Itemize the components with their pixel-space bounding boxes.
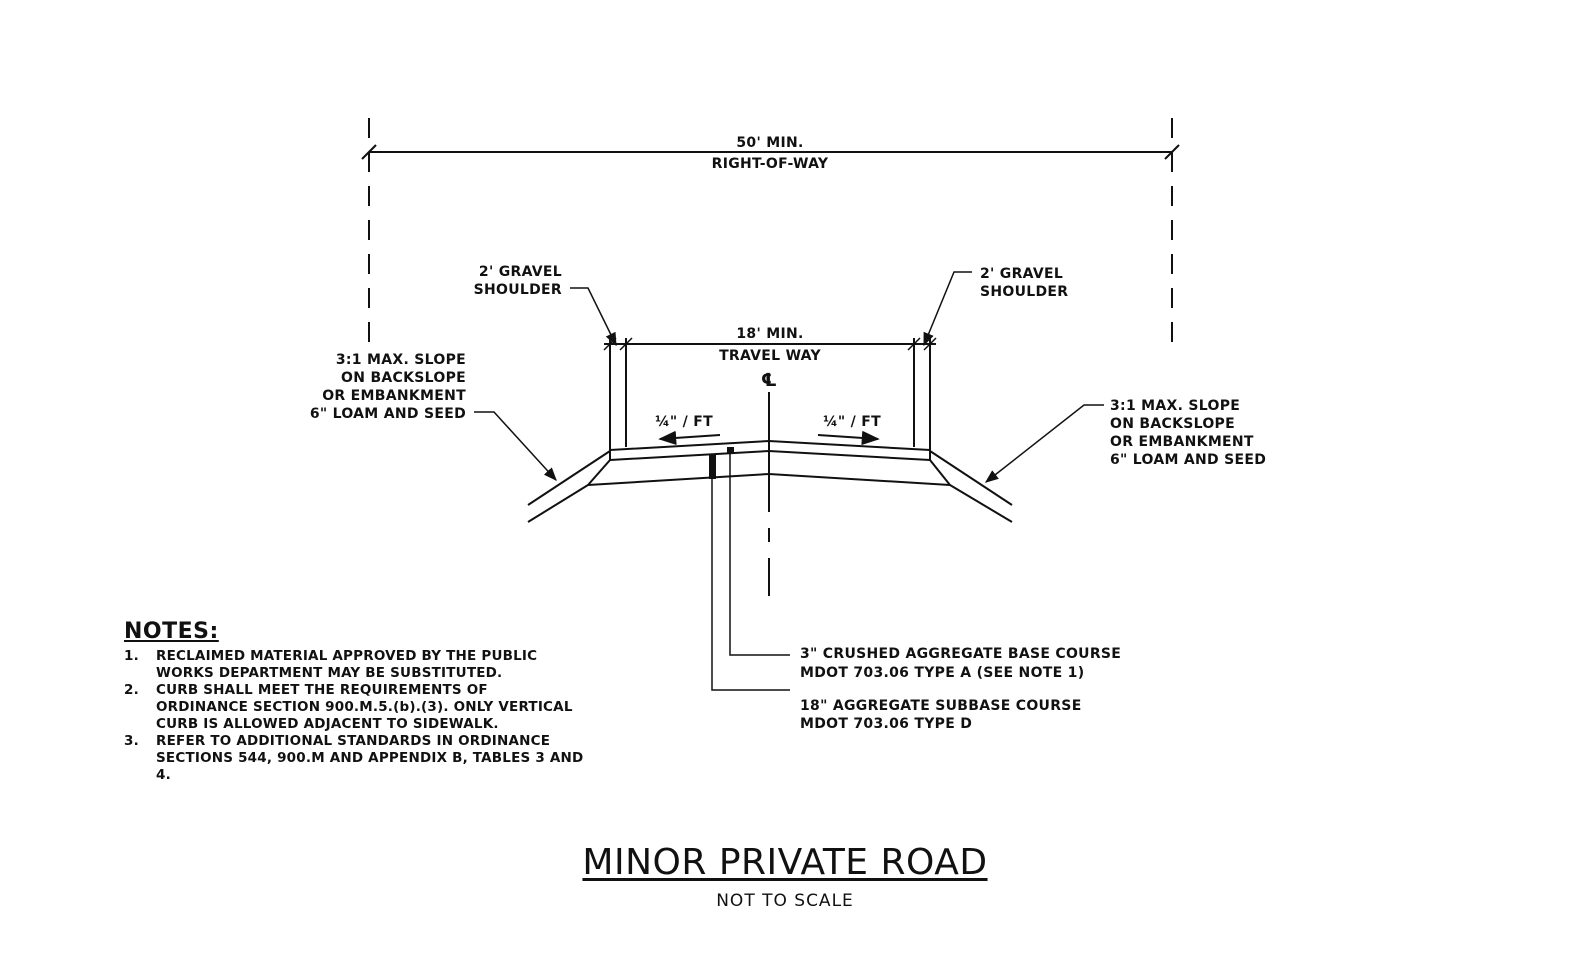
shoulder-left-label-line-2: SHOULDER bbox=[474, 282, 562, 298]
note-item: 3. REFER TO ADDITIONAL STANDARDS IN ORDI… bbox=[124, 733, 584, 784]
note-number: 1. bbox=[124, 648, 139, 664]
crossfall-right-text: ¼" / FT bbox=[823, 414, 881, 430]
shoulder-left-edge bbox=[587, 450, 611, 486]
base-marker bbox=[727, 447, 734, 453]
slope-left-lower bbox=[527, 484, 589, 523]
subbase-marker bbox=[709, 455, 716, 479]
shoulder-right-leader bbox=[923, 271, 972, 347]
notes-block: NOTES: 1. RECLAIMED MATERIAL APPROVED BY… bbox=[124, 619, 584, 784]
note-text: REFER TO ADDITIONAL STANDARDS IN ORDINAN… bbox=[156, 733, 584, 783]
base-course-label-line-1: 3" CRUSHED AGGREGATE BASE COURSE bbox=[800, 646, 1121, 662]
base-course-label-line-2: MDOT 703.06 TYPE A (SEE NOTE 1) bbox=[800, 665, 1084, 681]
slope-left-leader bbox=[474, 411, 557, 481]
slope-right-label-line-1: 3:1 MAX. SLOPE bbox=[1110, 398, 1240, 414]
slope-right-leader bbox=[984, 404, 1104, 483]
travel-label-text: TRAVEL WAY bbox=[719, 348, 821, 364]
slope-left-label-line-1: 3:1 MAX. SLOPE bbox=[336, 352, 466, 368]
road-bottom-surface bbox=[587, 472, 951, 486]
travel-tick-3 bbox=[907, 337, 921, 351]
shoulder-right-label-line-1: 2' GRAVEL bbox=[980, 266, 1063, 282]
note-item: 1. RECLAIMED MATERIAL APPROVED BY THE PU… bbox=[124, 648, 584, 682]
row-tick-left bbox=[361, 144, 377, 160]
row-width-text: 50' MIN. bbox=[736, 135, 803, 151]
subbase-course-label-line-2: MDOT 703.06 TYPE D bbox=[800, 716, 972, 732]
drawing-title: MINOR PRIVATE ROAD bbox=[582, 842, 988, 883]
slope-left-label-line-2: ON BACKSLOPE bbox=[341, 370, 466, 386]
crossfall-left-arrow bbox=[658, 430, 721, 446]
slope-right-upper bbox=[929, 450, 1013, 506]
note-text: CURB SHALL MEET THE REQUIREMENTS OF ORDI… bbox=[156, 682, 573, 732]
travel-tick-2 bbox=[619, 337, 633, 351]
crossfall-left-text: ¼" / FT bbox=[655, 414, 713, 430]
title-block: MINOR PRIVATE ROAD NOT TO SCALE bbox=[560, 842, 1010, 911]
shoulder-left-label-line-1: 2' GRAVEL bbox=[479, 264, 562, 280]
note-item: 2. CURB SHALL MEET THE REQUIREMENTS OF O… bbox=[124, 682, 584, 733]
row-label-text: RIGHT-OF-WAY bbox=[712, 156, 829, 172]
note-text: RECLAIMED MATERIAL APPROVED BY THE PUBLI… bbox=[156, 648, 538, 681]
base-course-leader bbox=[729, 453, 790, 656]
notes-heading: NOTES: bbox=[124, 619, 219, 644]
slope-right-label-line-4: 6" LOAM AND SEED bbox=[1110, 452, 1266, 468]
road-second-surface bbox=[609, 449, 931, 461]
slope-left-upper bbox=[527, 450, 611, 506]
slope-left-label-line-3: OR EMBANKMENT bbox=[322, 388, 466, 404]
slope-right-lower bbox=[949, 484, 1013, 523]
shoulder-left-leader bbox=[570, 287, 617, 347]
road-top-surface bbox=[609, 439, 931, 451]
shoulder-right-edge bbox=[929, 450, 951, 486]
slope-left-label-line-4: 6" LOAM AND SEED bbox=[310, 406, 466, 422]
note-number: 2. bbox=[124, 682, 139, 698]
centerline-symbol: ℄ bbox=[761, 370, 777, 391]
subbase-course-label-line-1: 18" AGGREGATE SUBBASE COURSE bbox=[800, 698, 1082, 714]
crossfall-right-arrow bbox=[817, 430, 880, 446]
slope-right-label-line-2: ON BACKSLOPE bbox=[1110, 416, 1235, 432]
subbase-course-leader bbox=[711, 479, 790, 691]
travel-width-text: 18' MIN. bbox=[736, 326, 803, 342]
drawing-scale-note: NOT TO SCALE bbox=[716, 891, 854, 911]
slope-right-label-line-3: OR EMBANKMENT bbox=[1110, 434, 1254, 450]
row-tick-right bbox=[1164, 144, 1180, 160]
shoulder-right-label-line-2: SHOULDER bbox=[980, 284, 1068, 300]
note-number: 3. bbox=[124, 733, 139, 749]
